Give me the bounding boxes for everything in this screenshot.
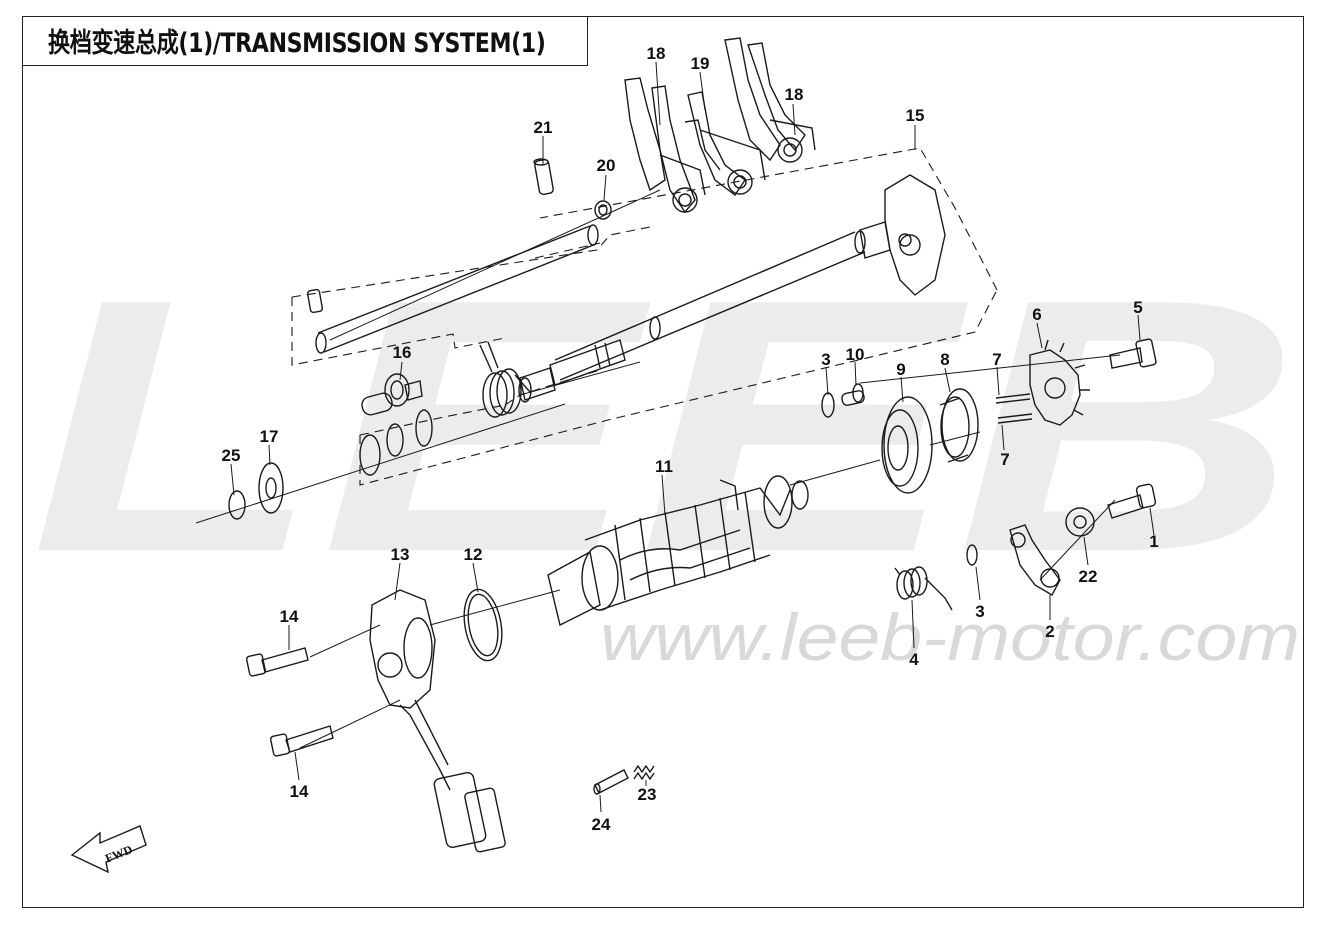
callout-18-right: 18 <box>785 85 804 104</box>
callout-8: 8 <box>940 350 949 369</box>
callout-7-bottom: 7 <box>1000 450 1009 469</box>
shaft-washers <box>228 409 433 520</box>
callout-25: 25 <box>222 446 241 465</box>
bolt-1 <box>1107 483 1157 519</box>
bearing-9 <box>881 396 933 494</box>
callout-14-upper: 14 <box>280 607 299 626</box>
star-cam-6 <box>1029 339 1090 426</box>
callout-1: 1 <box>1149 532 1158 551</box>
pin-21 <box>533 158 554 196</box>
return-spring <box>479 341 531 418</box>
callout-5: 5 <box>1133 298 1142 317</box>
callout-9: 9 <box>896 360 905 379</box>
bolt-14-upper <box>245 647 309 677</box>
shift-shaft <box>518 174 946 403</box>
callout-7-top: 7 <box>992 350 1001 369</box>
spring-23 <box>633 764 655 781</box>
callout-4: 4 <box>909 650 919 669</box>
pin-10 <box>841 383 865 406</box>
pin-24 <box>593 769 629 795</box>
bolt-5 <box>1109 338 1157 369</box>
washer-22 <box>1065 507 1095 537</box>
callout-15: 15 <box>906 106 925 125</box>
callout-21: 21 <box>534 118 553 137</box>
callout-10: 10 <box>846 345 865 364</box>
drawing-frame <box>22 16 1304 908</box>
callout-14-lower: 14 <box>290 782 309 801</box>
sleeve-16 <box>361 373 423 416</box>
fwd-arrow <box>70 825 147 874</box>
callout-2: 2 <box>1045 622 1054 641</box>
callout-18-left: 18 <box>647 44 666 63</box>
fork-shaft <box>315 224 599 354</box>
oil-seal-8 <box>939 388 979 463</box>
watermark-logo: LEEB <box>30 225 1300 627</box>
spring-4 <box>894 566 953 611</box>
shift-drum-11 <box>547 475 809 627</box>
o-ring-12 <box>463 588 503 662</box>
bolt-14-lower <box>269 725 334 757</box>
callout-13: 13 <box>391 545 410 564</box>
callout-24: 24 <box>592 815 611 834</box>
pins-7 <box>995 393 1033 424</box>
callout-22: 22 <box>1079 567 1098 586</box>
shift-fork-18-right <box>724 37 816 163</box>
callout-3-top: 3 <box>821 350 830 369</box>
callout-3-bottom: 3 <box>975 602 984 621</box>
stopper-arm-2 <box>1009 524 1061 596</box>
roller-20 <box>594 200 612 220</box>
callout-11: 11 <box>655 457 673 476</box>
page-title: 换档变速总成(1)/TRANSMISSION SYSTEM(1) <box>48 28 546 59</box>
callout-12: 12 <box>464 545 483 564</box>
callout-16: 16 <box>393 343 412 362</box>
callout-20: 20 <box>597 156 616 175</box>
shift-fork-18-left <box>624 77 706 214</box>
callout-23: 23 <box>638 785 657 804</box>
callout-6: 6 <box>1032 305 1041 324</box>
washer-3-lower <box>966 544 978 566</box>
leader-lines <box>230 61 1155 813</box>
watermark-url: www.leeb-motor.com <box>600 600 1300 674</box>
title-block: 换档变速总成(1)/TRANSMISSION SYSTEM(1) <box>22 16 588 66</box>
callout-19: 19 <box>691 54 710 73</box>
fwd-label: FWD <box>103 842 135 866</box>
callout-17: 17 <box>260 427 279 446</box>
axis-lines <box>195 189 1121 749</box>
pin-small <box>306 288 324 314</box>
sensor-cover-13 <box>369 589 506 853</box>
